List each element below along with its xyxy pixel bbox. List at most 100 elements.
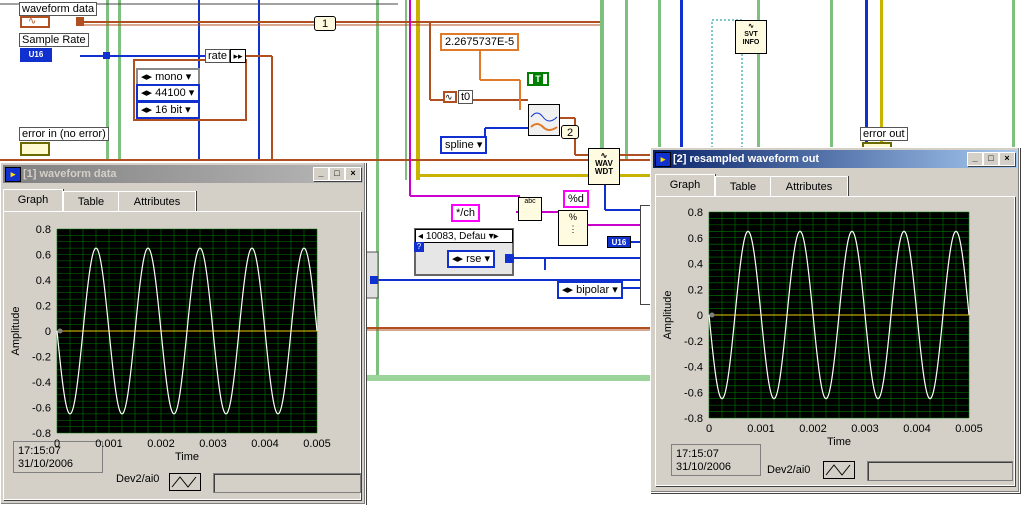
y-tick-label: -0.2 (32, 352, 51, 364)
timestamp-date: 31/10/2006 (18, 458, 74, 470)
ring-arrows-icon: ◂▸ (562, 284, 574, 296)
tab-attributes[interactable]: Attributes (770, 176, 848, 197)
rate-enum[interactable]: ◂▸ 44100 ▾ (136, 84, 200, 102)
x-tick-label: 0.004 (903, 423, 931, 435)
y-tick-label: 0.6 (688, 233, 703, 245)
maximize-icon[interactable]: □ (983, 152, 999, 166)
minimize-icon[interactable]: _ (313, 167, 329, 181)
sample-rate-terminal[interactable]: U16 (20, 48, 52, 62)
dropdown-arrow-icon: ▾ (476, 139, 483, 151)
tab-table[interactable]: Table (63, 191, 119, 212)
window-title: [2] resampled waveform out (673, 153, 820, 165)
t0-label: t0 (458, 90, 474, 104)
interpolation-enum[interactable]: spline ▾ (440, 136, 488, 154)
y-tick-label: -0.8 (684, 413, 703, 425)
format-d-constant[interactable]: %d (563, 190, 589, 208)
case-selector[interactable]: ◂ 10083, Defau ▾▸ (415, 229, 513, 243)
maximize-icon[interactable]: □ (329, 167, 345, 181)
svt-node-label: SVT INFO (742, 31, 760, 46)
case-selector-terminal: ? (414, 242, 424, 252)
cursor-marker (709, 312, 715, 318)
minimize-icon[interactable]: _ (967, 152, 983, 166)
y-tick-label: 0.4 (36, 275, 51, 287)
probe-window-waveform-data[interactable]: ▸ [1] waveform data _ □ × Graph Table At… (0, 162, 366, 505)
svt-info-node[interactable]: ∿SVT INFO (735, 20, 767, 54)
probe-icon: ▸ (5, 167, 21, 182)
waveform-icon: ∿ (28, 16, 37, 27)
format-string-node[interactable]: %⋮ (558, 210, 588, 246)
ring-arrows-icon: ◂▸ (141, 87, 153, 99)
window-title-bar[interactable]: ▸ [1] waveform data _ □ × (3, 165, 363, 183)
rate-value: 44100 (155, 87, 186, 99)
dt-constant[interactable]: 2.2675737E-5 (440, 33, 520, 51)
waveform-icon: ∿ (748, 23, 754, 30)
x-tick-label: 0.005 (955, 423, 983, 435)
cursor-marker (57, 328, 63, 334)
tab-graph[interactable]: Graph (655, 174, 715, 197)
x-tick-label: 0.001 (95, 438, 123, 450)
case-tunnel-left (370, 276, 378, 284)
polarity-enum[interactable]: ◂▸ bipolar ▾ (557, 281, 623, 299)
bits-value: 16 bit (155, 104, 183, 116)
wav-node-label: WAV WDT (594, 159, 614, 176)
dropdown-arrow-icon: ▾ (185, 104, 191, 116)
resample-node-icon[interactable] (528, 104, 560, 136)
window-title-bar[interactable]: ▸ [2] resampled waveform out _ □ × (653, 150, 1017, 168)
close-icon[interactable]: × (999, 152, 1015, 166)
tab-attributes[interactable]: Attributes (118, 191, 196, 212)
y-tick-label: -0.6 (684, 387, 703, 399)
tab-table[interactable]: Table (715, 176, 771, 197)
bool-constant[interactable]: T (527, 72, 549, 86)
bits-enum[interactable]: ◂▸ 16 bit ▾ (136, 101, 200, 119)
waveform-data-label: waveform data (19, 2, 98, 16)
close-icon[interactable]: × (345, 167, 361, 181)
index-constant-1[interactable]: 1 (314, 16, 336, 31)
channel-name: Dev2/ai0 (767, 464, 811, 476)
string-concat-node[interactable]: abc (518, 197, 542, 221)
waveform-plot-icon[interactable] (823, 461, 855, 479)
dropdown-arrow-icon: ▾ (484, 253, 490, 265)
tab-panel (3, 211, 361, 500)
ring-arrows-icon: ◂ (418, 231, 424, 242)
waveform-plot-icon[interactable] (169, 473, 201, 491)
index-constant-2[interactable]: 2 (561, 125, 579, 139)
dropdown-arrow-icon: ▾ (188, 87, 195, 99)
x-tick-label: 0.003 (851, 423, 879, 435)
status-field (213, 473, 361, 493)
waveform-terminal[interactable]: ∿ (20, 16, 50, 28)
wav-wdt-node[interactable]: ∿WAV WDT (588, 148, 620, 185)
timestamp-display: 17:15:07 31/10/2006 (13, 441, 103, 473)
x-tick-label: 0.001 (747, 423, 775, 435)
case-selector-value: 10083, Defau (425, 231, 486, 242)
y-tick-label: 0.2 (36, 301, 51, 313)
resample-graph-icon (530, 112, 558, 131)
status-field (867, 461, 1013, 481)
polarity-value: bipolar (576, 284, 610, 296)
x-tick-label: 0 (706, 423, 712, 435)
u16-indicator: U16 (607, 236, 631, 248)
y-tick-label: -0.2 (684, 336, 703, 348)
interpolation-value: spline (445, 139, 474, 151)
sample-rate-node (103, 52, 110, 59)
dropdown-arrow-icon: ▾ (185, 71, 192, 83)
x-axis-label: Time (175, 451, 199, 463)
y-tick-label: 0.4 (688, 259, 703, 271)
dropdown-arrow-icon: ▾▸ (488, 231, 499, 242)
sample-rate-label: Sample Rate (19, 33, 89, 47)
bundle-arrow-icon: ▸▸ (230, 49, 246, 63)
x-tick-label: 0.004 (251, 438, 279, 450)
x-axis-label: Time (827, 436, 851, 448)
error-in-terminal[interactable] (20, 142, 50, 156)
probe-window-resampled-waveform[interactable]: ▸ [2] resampled waveform out _ □ × Graph… (650, 147, 1020, 493)
waveform-trace (56, 247, 318, 415)
window-title: [1] waveform data (23, 168, 117, 180)
probe-icon: ▸ (655, 152, 671, 167)
case-tunnel (505, 254, 514, 263)
tab-graph[interactable]: Graph (3, 189, 63, 212)
y-tick-label: -0.4 (684, 362, 703, 374)
channel-format-constant[interactable]: */ch (451, 204, 480, 222)
terminal-config-enum[interactable]: ◂▸ rse ▾ (447, 250, 495, 268)
y-tick-label: 0.8 (36, 224, 51, 236)
